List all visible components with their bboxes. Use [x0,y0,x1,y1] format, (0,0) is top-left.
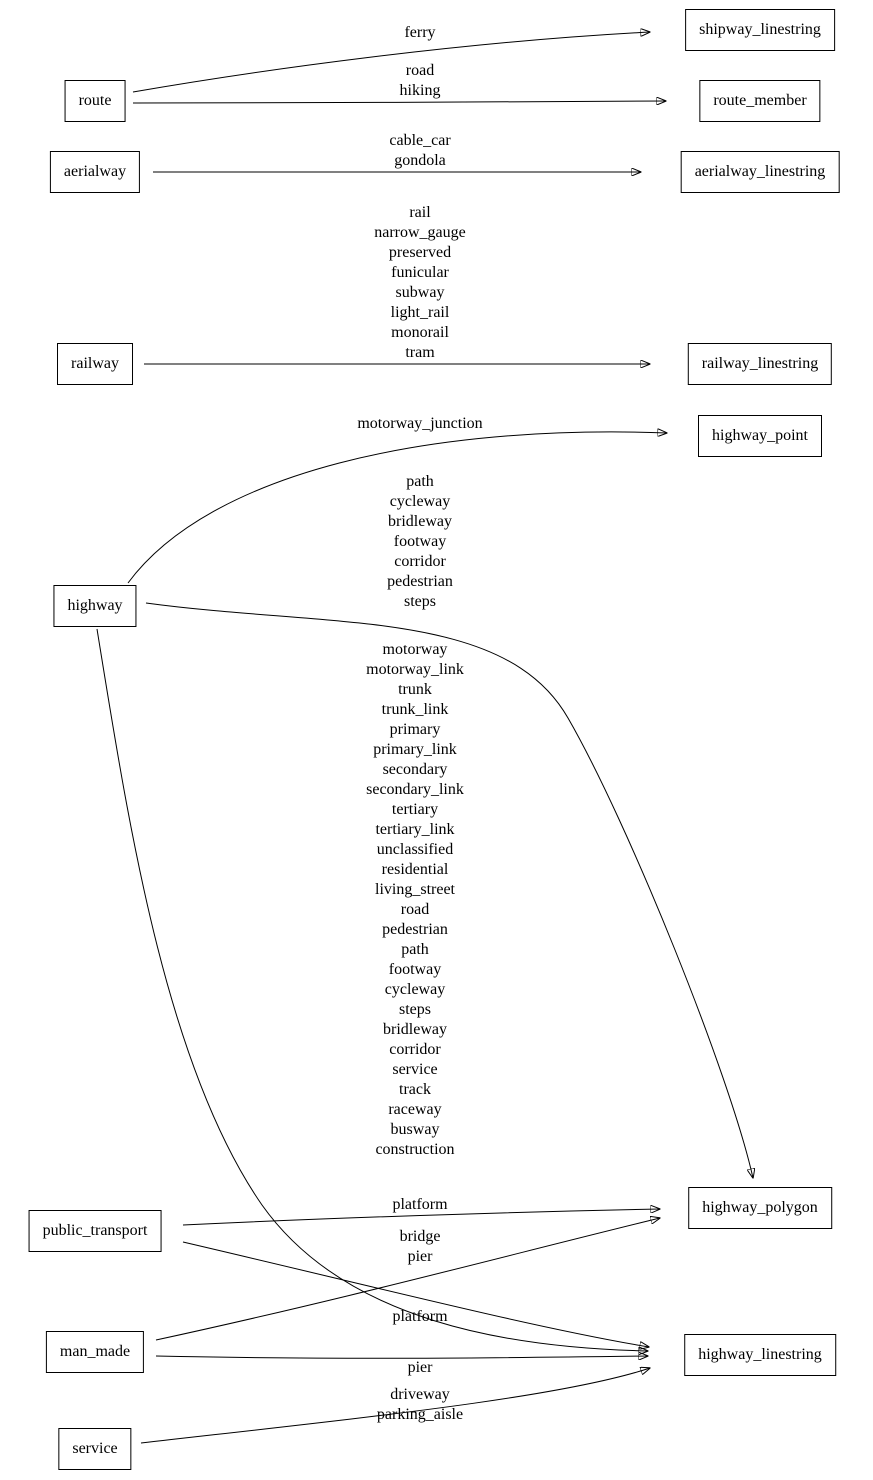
edge-service-highway_linestring [140,1368,650,1444]
edge-label-bridge-pier: bridge pier [399,1228,441,1265]
edge-route-shipway_linestring [132,32,650,93]
node-highway_polygon: highway_polygon [688,1187,832,1229]
edge-highway-highway_polygon [145,602,753,1178]
edge-public_transport-highway_polygon [182,1209,660,1226]
edge-label-platform-linestring: platform [392,1308,448,1325]
node-route_member: route_member [699,80,821,122]
edge-label-railway-types: rail narrow_gauge preserved funicular su… [374,204,466,361]
node-aerialway: aerialway [49,151,141,193]
edge-man_made-highway_polygon [155,1218,660,1341]
node-highway: highway [53,585,137,627]
node-shipway_linestring: shipway_linestring [685,9,835,51]
edge-route-route_member [132,101,666,103]
node-highway_linestring: highway_linestring [684,1334,836,1376]
edge-label-ferry: ferry [404,24,436,41]
edge-highway-highway_point [127,432,667,584]
edge-label-motorway_junction: motorway_junction [357,415,483,432]
node-public_transport: public_transport [28,1210,162,1252]
node-railway_linestring: railway_linestring [687,343,833,385]
edge-label-platform-polygon: platform [392,1196,448,1213]
edge-label-driveway-parking_aisle: driveway parking_aisle [376,1386,464,1423]
node-railway: railway [57,343,133,385]
node-route: route [64,80,126,122]
node-man_made: man_made [45,1331,145,1373]
edge-label-highway-polygon-types: path cycleway bridleway footway corridor… [387,473,453,610]
edge-man_made-highway_linestring [155,1356,648,1358]
edge-label-pier: pier [407,1359,433,1376]
edge-label-cable_car-gondola: cable_car gondola [389,132,451,169]
edge-label-road-hiking: road hiking [399,62,441,99]
node-highway_point: highway_point [698,415,822,457]
edge-label-highway-line-types: motorway motorway_link trunk trunk_link … [366,641,464,1158]
node-service: service [58,1428,132,1470]
edge-public_transport-highway_linestring [182,1241,649,1347]
edge-highway-highway_linestring [96,628,648,1351]
node-aerialway_linestring: aerialway_linestring [680,151,840,193]
